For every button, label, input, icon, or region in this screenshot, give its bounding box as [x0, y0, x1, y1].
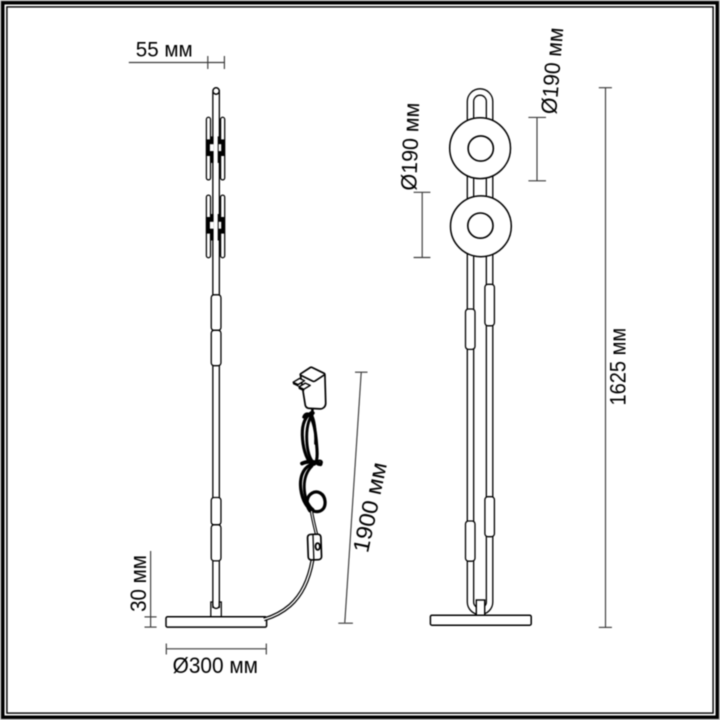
svg-text:Ø190 мм: Ø190 мм [396, 102, 424, 191]
svg-text:55 мм: 55 мм [136, 38, 193, 61]
svg-text:Ø300 мм: Ø300 мм [173, 653, 258, 678]
svg-text:1625 мм: 1625 мм [606, 328, 630, 406]
svg-text:30 мм: 30 мм [128, 555, 152, 612]
